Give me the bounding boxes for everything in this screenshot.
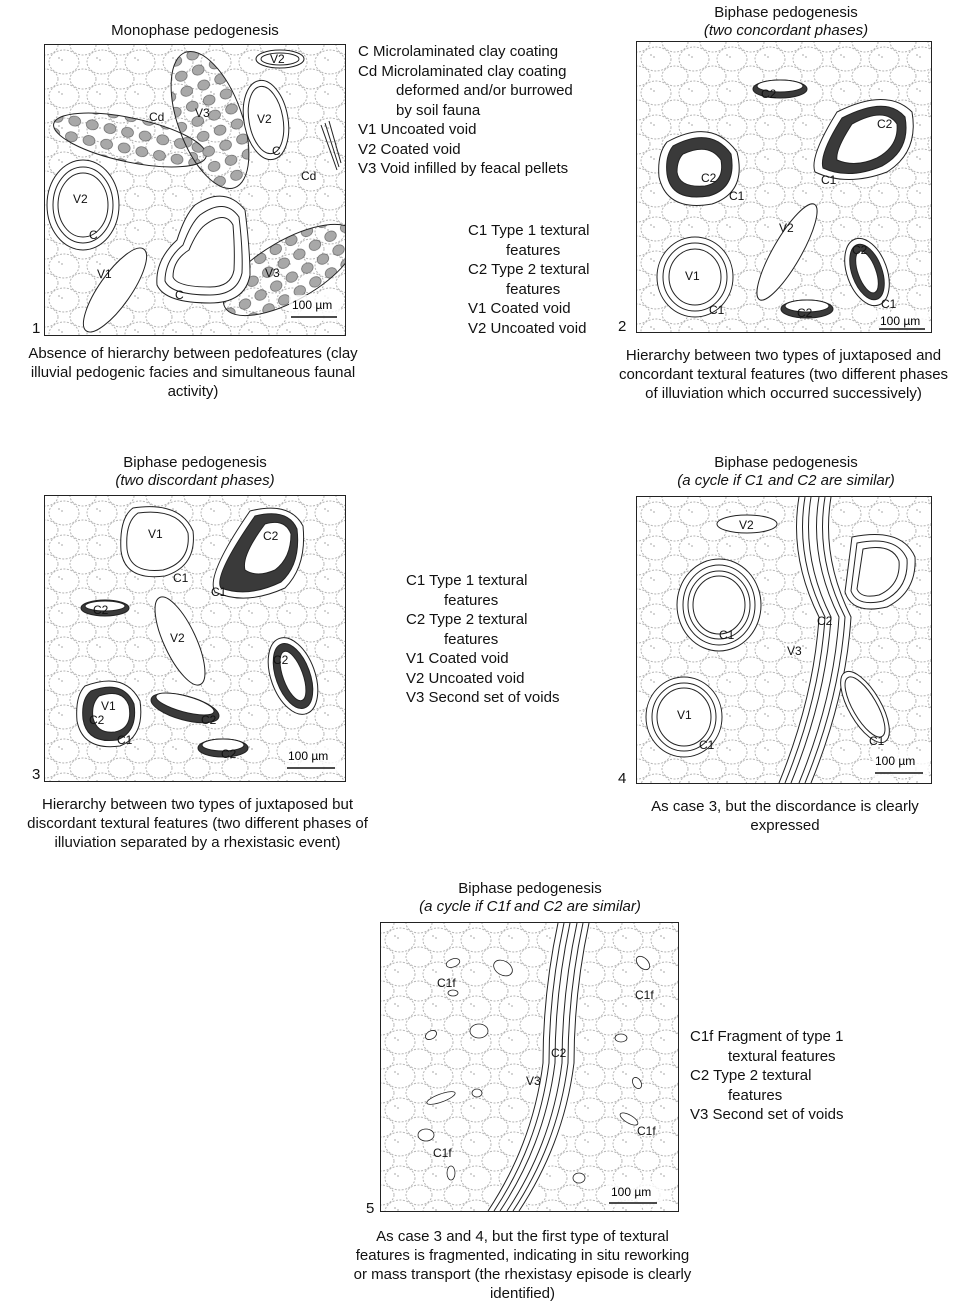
svg-text:V1: V1 [685,269,700,283]
svg-text:C1: C1 [821,173,837,187]
label-c: C [175,288,184,302]
svg-text:C1: C1 [869,734,885,748]
svg-text:C1: C1 [709,303,725,317]
svg-text:V1: V1 [148,527,163,541]
panel5-diagram: C1f C1f C1f C1f C2 V3 100 µm [380,922,679,1212]
svg-text:C2: C2 [817,614,833,628]
panel5-number: 5 [366,1200,374,1217]
scale-bar-label: 100 µm [611,1185,651,1199]
svg-text:C1: C1 [881,297,897,311]
svg-text:C1: C1 [719,628,735,642]
label-v1: V1 [97,267,112,281]
label-cd: Cd [149,110,164,124]
svg-text:C2: C2 [551,1046,567,1060]
svg-text:C1f: C1f [433,1146,452,1160]
label-v3: V3 [195,106,210,120]
panel4-caption: As case 3, but the discordance is clearl… [625,797,945,835]
scale-bar-label: 100 µm [875,754,915,768]
svg-text:V3: V3 [526,1074,541,1088]
legend1: C Microlaminated clay coating Cd Microla… [358,42,618,179]
panel5-caption: As case 3 and 4, but the first type of t… [350,1227,695,1303]
panel3-diagram: V1 V1 C1 C1 C1 C2 C2 C2 C2 C2 C2 V2 100 … [44,495,346,782]
svg-text:C2: C2 [201,713,217,727]
svg-text:C2: C2 [852,243,868,257]
panel1-caption: Absence of hierarchy between pedofeature… [8,344,378,401]
panel2-number: 2 [618,318,626,335]
label-v2: V2 [73,192,88,206]
label-c: C [272,144,281,158]
svg-text:C2: C2 [761,87,777,101]
svg-text:C1: C1 [117,733,133,747]
svg-text:V2: V2 [739,518,754,532]
legend5: C1f Fragment of type 1 textural features… [690,1027,910,1125]
label-c: C [89,228,98,242]
svg-text:C2: C2 [221,747,237,761]
panel3-title: Biphase pedogenesis(two discordant phase… [45,454,345,490]
scale-bar-label: 100 µm [292,298,332,312]
legend3: C1 Type 1 textural features C2 Type 2 te… [406,571,596,708]
legend2: C1 Type 1 textural features C2 Type 2 te… [468,221,628,338]
panel1-diagram: V2 V2 V2 V3 V3 V1 Cd Cd C C C 100 µm [44,44,346,336]
panel2-diagram: C2 C2 C2 C2 C2 C1 C1 C1 C1 V1 V2 100 µm [636,41,932,333]
panel1-number: 1 [32,320,40,337]
panel3-number: 3 [32,766,40,783]
svg-text:C1: C1 [729,189,745,203]
panel2-caption: Hierarchy between two types of juxtapose… [616,346,951,403]
panel4-title: Biphase pedogenesis(a cycle if C1 and C2… [636,454,936,490]
svg-text:C2: C2 [273,653,289,667]
panel4-diagram: V2 C1 C1 C1 C2 V3 V1 100 µm [636,496,932,784]
svg-text:V3: V3 [787,644,802,658]
svg-text:C1f: C1f [437,976,456,990]
panel2-title: Biphase pedogenesis(two concordant phase… [636,4,936,40]
label-v3: V3 [265,266,280,280]
scale-bar-label: 100 µm [288,749,328,763]
svg-text:V1: V1 [101,699,116,713]
panel3-caption: Hierarchy between two types of juxtapose… [25,795,370,852]
panel4-number: 4 [618,770,626,787]
svg-text:C2: C2 [263,529,279,543]
svg-text:C1f: C1f [637,1124,656,1138]
panel5-title: Biphase pedogenesis(a cycle if C1f and C… [380,880,680,916]
label-cd: Cd [301,169,316,183]
svg-text:C2: C2 [701,171,717,185]
label-v2: V2 [257,112,272,126]
svg-text:C2: C2 [877,117,893,131]
svg-text:C2: C2 [797,306,813,320]
panel1-title: Monophase pedogenesis [45,22,345,40]
scale-bar-label: 100 µm [880,314,920,328]
svg-text:C1: C1 [699,738,715,752]
svg-text:V2: V2 [170,631,185,645]
label-v2: V2 [270,52,285,66]
svg-text:C2: C2 [89,713,105,727]
svg-text:C2: C2 [93,603,109,617]
svg-text:C1: C1 [173,571,189,585]
svg-text:C1f: C1f [635,988,654,1002]
svg-text:V1: V1 [677,708,692,722]
svg-text:V2: V2 [779,221,794,235]
svg-text:C1: C1 [211,585,227,599]
